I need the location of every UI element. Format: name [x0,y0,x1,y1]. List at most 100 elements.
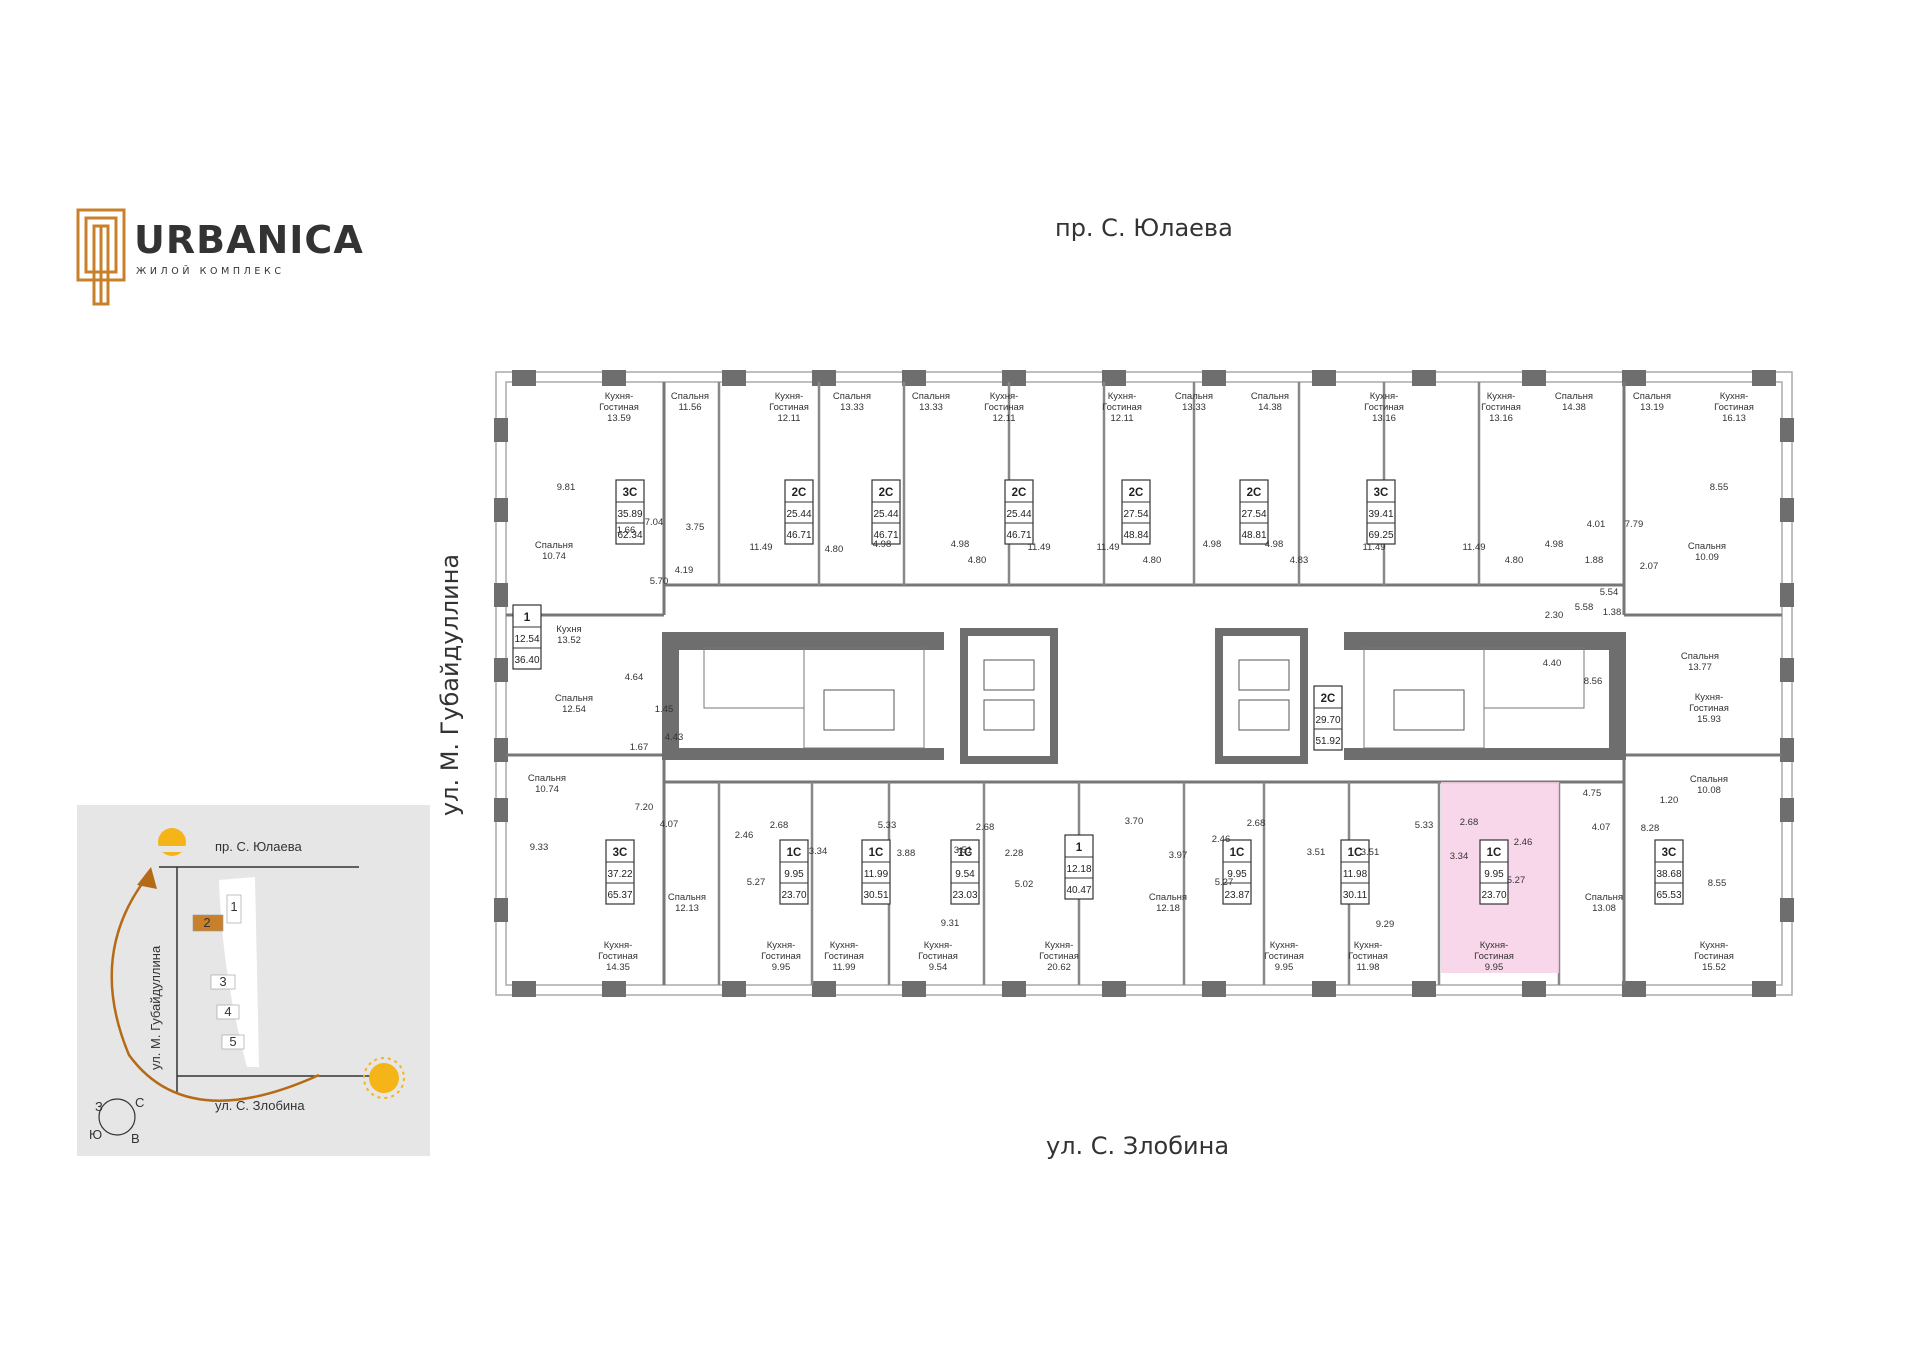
column [1522,981,1546,997]
total-area: 23.70 [781,890,806,901]
column [1202,981,1226,997]
column [1412,370,1436,386]
column [1622,981,1646,997]
column [602,370,626,386]
keymap-building-3 [210,974,236,990]
column [1312,981,1336,997]
living-area: 12.54 [514,634,539,645]
room-area: 3.97 [1169,850,1188,861]
living-area: 27.54 [1241,509,1266,520]
apartment-box-top-4[interactable]: 2С 27.54 48.84 [1121,479,1151,545]
room-area: 2.46 [1514,837,1533,848]
column [1622,370,1646,386]
living-area: 9.95 [1227,869,1247,880]
apartment-type: 3С [1662,847,1677,859]
column [902,370,926,386]
room-area: 3.51 [1361,847,1380,858]
room-area: 1.20 [1660,795,1679,806]
living-area: 27.54 [1123,509,1148,520]
living-area: 25.44 [873,509,898,520]
column [1780,898,1794,922]
column [1780,658,1794,682]
room-area: 4.43 [665,732,684,743]
svg-text:В: В [131,1131,140,1146]
room-area: 3.75 [686,522,705,533]
column [1752,981,1776,997]
living-area: 11.99 [864,869,889,880]
room-area: 2.68 [1460,817,1479,828]
apartment-type: 2С [1129,487,1144,499]
total-area: 23.03 [952,890,977,901]
apartment-type: 1С [1230,847,1245,859]
apartment-type: 3С [623,487,638,499]
column [1780,583,1794,607]
room-area: 3.34 [809,846,828,857]
living-area: 37.22 [607,869,632,880]
keymap-building-4 [216,1004,240,1020]
column [1102,981,1126,997]
apartment-type: 1 [1076,842,1083,854]
room-area: 4.98 [1203,539,1222,550]
column [722,370,746,386]
room-area: 7.04 [645,517,664,528]
apartment-type: 1С [787,847,802,859]
room-area: 4.98 [873,539,892,550]
room-area: 7.20 [635,802,654,813]
room-area: 4.98 [1545,539,1564,550]
apartment-type: 2С [1321,693,1336,705]
keymap-building-1 [226,894,242,924]
room-area: 4.83 [1290,555,1309,566]
partition-walls [717,382,1561,985]
keymap-building-5 [221,1034,245,1050]
total-area: 69.25 [1368,530,1393,541]
column [512,370,536,386]
room-area: 9.33 [530,842,549,853]
total-area: 30.11 [1343,890,1368,901]
total-area: 48.84 [1123,530,1148,541]
room-area: 4.07 [660,819,679,830]
site-keymap: пр. С. Юлаева ул. С. Злобина ул. М. Губа… [77,805,430,1156]
total-area: 40.47 [1066,885,1091,896]
room-area: 5.27 [1215,877,1234,888]
column [494,418,508,442]
room-area: 3.34 [1450,851,1469,862]
sun-icon [147,828,197,856]
total-area: 51.92 [1315,736,1340,747]
apartment-type: 2С [879,487,894,499]
column [1780,798,1794,822]
living-area: 35.89 [617,509,642,520]
room-area: 7.79 [1625,519,1644,530]
room-area: 11.49 [1462,542,1485,553]
compass-icon: З С В Ю [89,1095,144,1146]
